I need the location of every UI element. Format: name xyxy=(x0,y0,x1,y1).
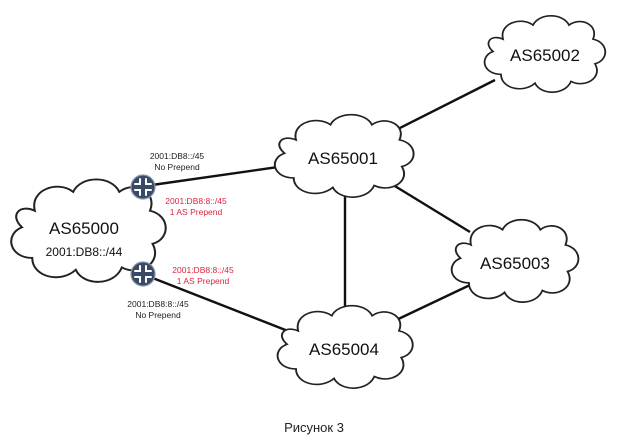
lower-advertisement-prefix: 2001:DB8:8::/45 xyxy=(127,299,189,309)
links xyxy=(144,78,496,333)
router-icon xyxy=(130,261,156,287)
figure-caption: Рисунок 3 xyxy=(284,420,344,435)
as65001-label: AS65001 xyxy=(308,149,378,168)
upper-advertisement-prefix: 2001:DB8::/45 xyxy=(150,151,205,161)
as65000-prefix: 2001:DB8::/44 xyxy=(46,245,123,259)
as65000-label: AS65000 xyxy=(49,219,119,238)
upper-prepend-note: 1 AS Prepend xyxy=(170,207,223,217)
upper-advertisement-note: No Prepend xyxy=(154,162,200,172)
link-as65003-as65004 xyxy=(391,283,471,324)
as65002-label: AS65002 xyxy=(510,46,580,65)
lower-advertisement-note: No Prepend xyxy=(135,310,181,320)
lower-prepend-note: 1 AS Prepend xyxy=(177,276,230,286)
link-as65001-as65002 xyxy=(389,78,496,135)
as65003-label: AS65003 xyxy=(480,254,550,273)
as65004-label: AS65004 xyxy=(309,340,379,359)
link-as65000-as65001 xyxy=(144,164,286,188)
link-as65000-as65004 xyxy=(144,273,289,333)
router-icon xyxy=(130,174,156,200)
link-as65001-as65003 xyxy=(384,178,471,234)
lower-prepend-prefix: 2001:DB8:8::/45 xyxy=(172,265,234,275)
upper-prepend-prefix: 2001:DB8:8::/45 xyxy=(165,196,227,206)
